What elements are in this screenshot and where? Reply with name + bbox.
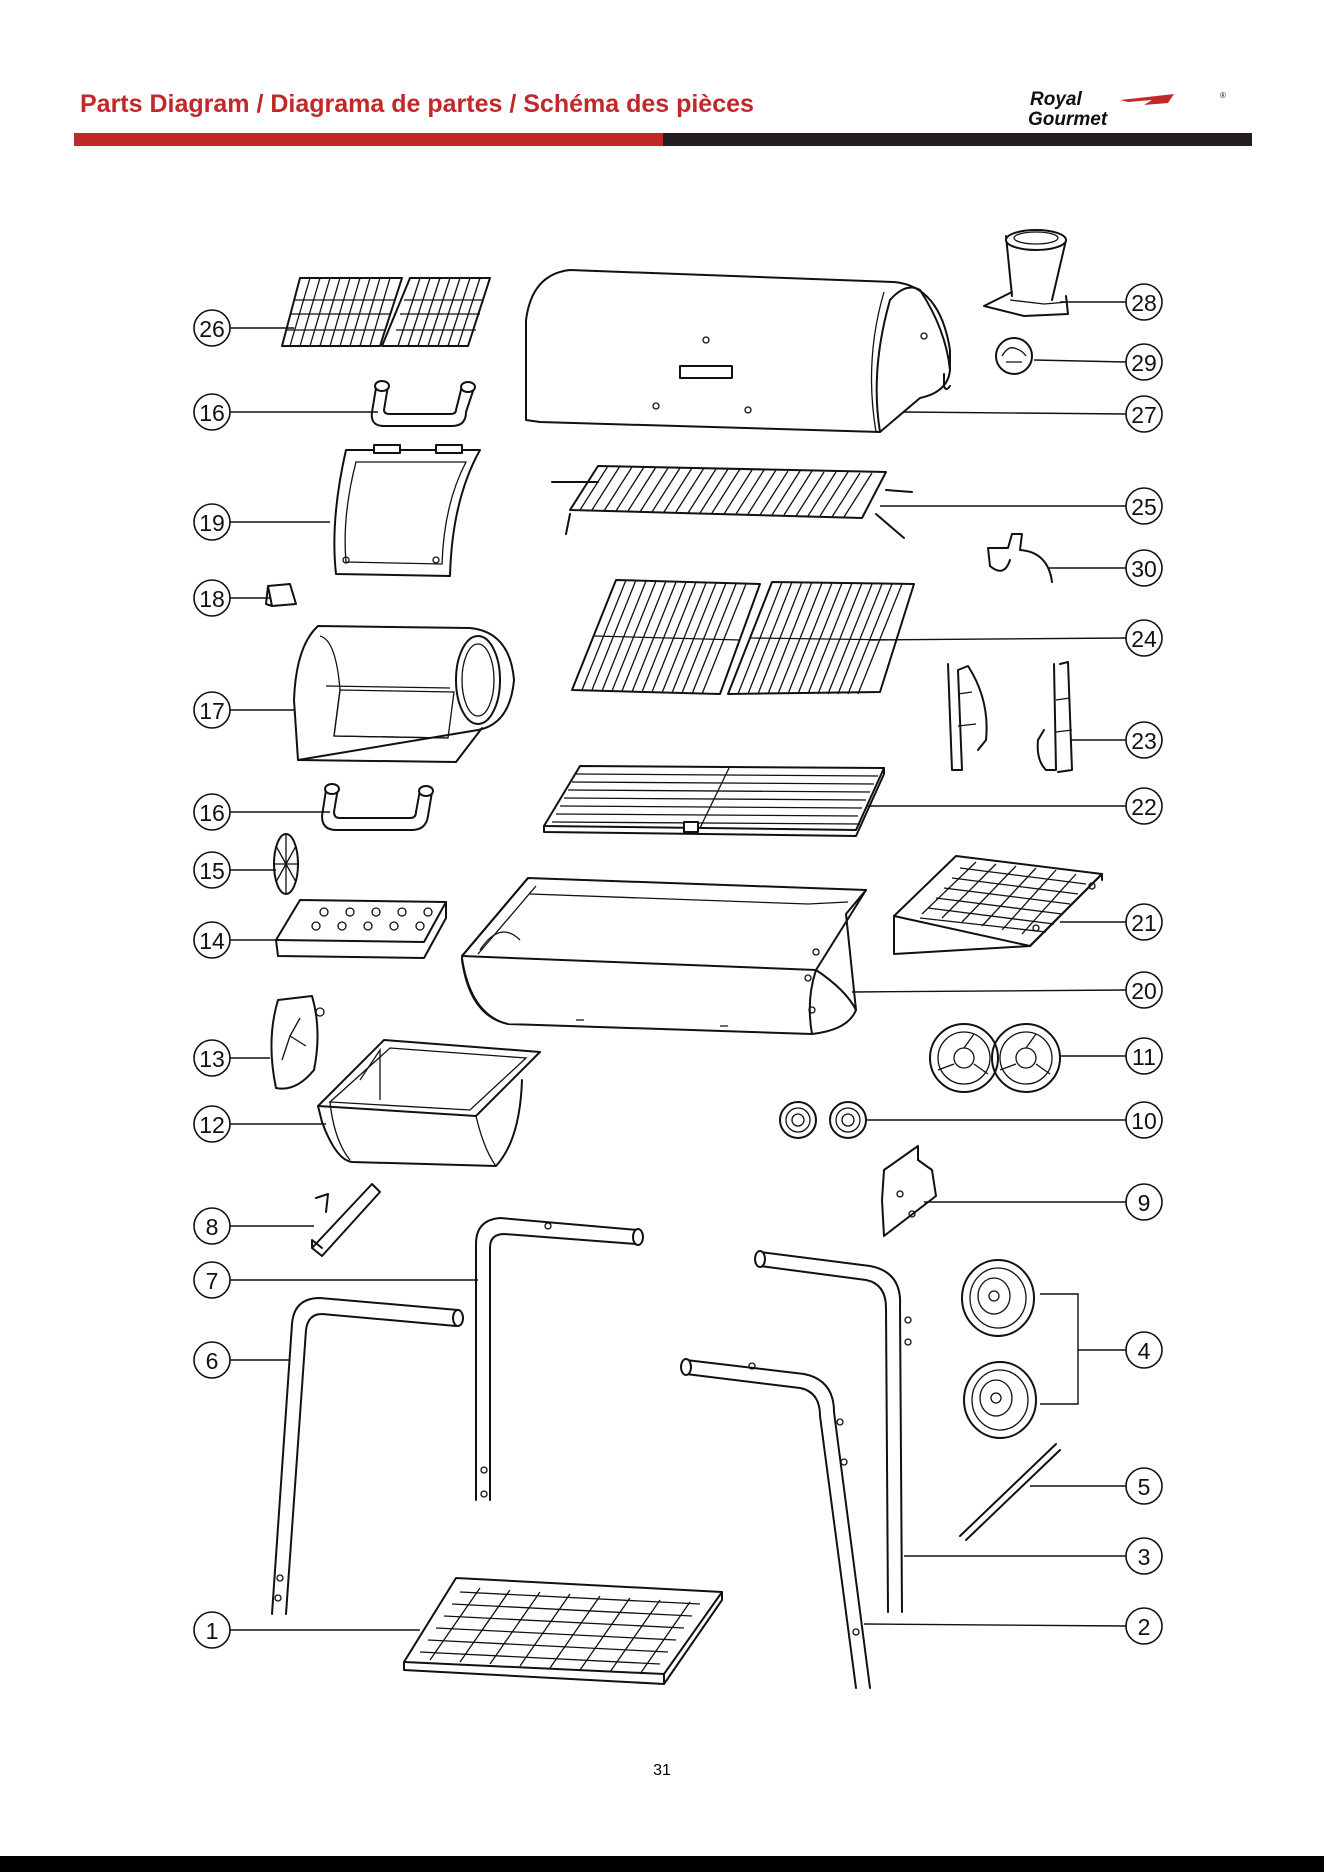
callout-number: 22 [1131, 794, 1157, 820]
part-20-cooking-chamber [462, 878, 866, 1034]
part-6-leg [272, 1298, 463, 1614]
part-30-hook [988, 534, 1052, 582]
callout-number: 19 [199, 510, 225, 536]
callout-c5: 5 [1126, 1468, 1162, 1504]
callout-number: 20 [1131, 978, 1157, 1004]
callout-number: 11 [1132, 1044, 1156, 1070]
callout-c27: 27 [1126, 396, 1162, 432]
callout-c16a: 16 [194, 394, 230, 430]
callout-number: 12 [199, 1112, 225, 1138]
part-23-wire-racks [948, 662, 1072, 772]
callout-c2: 2 [1126, 1608, 1162, 1644]
callout-c29: 29 [1126, 344, 1162, 380]
callout-number: 25 [1131, 494, 1157, 520]
part-12-firebox-bottom [318, 1040, 540, 1166]
callout-c15: 15 [194, 852, 230, 888]
callout-c25: 25 [1126, 488, 1162, 524]
part-26-small-grids [282, 278, 490, 346]
part-1-bottom-shelf [404, 1578, 722, 1684]
callout-c12: 12 [194, 1106, 230, 1142]
leader-lines [230, 302, 1126, 1630]
callout-c8: 8 [194, 1208, 230, 1244]
part-27-cooking-lid [526, 270, 950, 432]
callout-number: 13 [199, 1046, 225, 1072]
callout-c3: 3 [1126, 1538, 1162, 1574]
callout-c11: 11 [1126, 1038, 1162, 1074]
part-22-charcoal-grate [544, 766, 884, 836]
callout-number: 27 [1131, 402, 1157, 428]
callout-c22: 22 [1126, 788, 1162, 824]
callout-c20: 20 [1126, 972, 1162, 1008]
callout-number: 8 [206, 1214, 219, 1240]
callout-c30: 30 [1126, 550, 1162, 586]
callout-number: 21 [1131, 910, 1157, 936]
callout-c10: 10 [1126, 1102, 1162, 1138]
part-25-warming-rack [552, 466, 912, 538]
callout-c21: 21 [1126, 904, 1162, 940]
callout-number: 4 [1138, 1338, 1151, 1364]
callout-number: 7 [206, 1268, 219, 1294]
callout-c26: 26 [194, 310, 230, 346]
part-13-damper-plate [271, 996, 324, 1089]
bottom-rule [0, 1856, 1324, 1872]
part-19-side-door [334, 445, 480, 576]
callout-number: 29 [1131, 350, 1157, 376]
callout-c16b: 16 [194, 794, 230, 830]
part-15-damper-wheel [274, 834, 298, 894]
callout-c4: 4 [1126, 1332, 1162, 1368]
part-8-support-bracket [312, 1184, 380, 1256]
part-18-bracket [266, 584, 296, 606]
callout-c7: 7 [194, 1262, 230, 1298]
part-16-handle-lower [322, 784, 433, 830]
part-17-firebox-lid [294, 626, 514, 762]
callout-c9: 9 [1126, 1184, 1162, 1220]
callout-c18: 18 [194, 580, 230, 616]
callout-number: 23 [1131, 728, 1157, 754]
callout-c1: 1 [194, 1612, 230, 1648]
callout-number: 16 [199, 400, 225, 426]
callout-number: 10 [1131, 1108, 1157, 1134]
callout-number: 18 [199, 586, 225, 612]
callout-c17: 17 [194, 692, 230, 728]
part-4-wheels [962, 1260, 1036, 1438]
callout-c28: 28 [1126, 284, 1162, 320]
callout-number: 9 [1138, 1190, 1151, 1216]
callout-number: 17 [199, 698, 225, 724]
part-7-leg [476, 1218, 643, 1500]
part-21-side-shelf [894, 856, 1102, 954]
part-16-handle-upper [372, 381, 475, 426]
part-28-chimney [984, 230, 1068, 316]
part-5-axle-rod [960, 1444, 1060, 1540]
callout-number: 15 [199, 858, 225, 884]
callout-number: 5 [1138, 1474, 1151, 1500]
callout-c13: 13 [194, 1040, 230, 1076]
callout-number: 2 [1138, 1614, 1151, 1640]
callout-c24: 24 [1126, 620, 1162, 656]
part-10-knobs [780, 1102, 866, 1138]
part-11-air-vents [930, 1024, 1060, 1092]
callout-c19: 19 [194, 504, 230, 540]
callout-number: 3 [1138, 1544, 1151, 1570]
callout-number: 28 [1131, 290, 1157, 316]
callout-number: 16 [199, 800, 225, 826]
callout-c14: 14 [194, 922, 230, 958]
callout-number: 6 [206, 1348, 219, 1374]
callout-c23: 23 [1126, 722, 1162, 758]
part-2-leg [681, 1359, 870, 1688]
callout-number: 14 [199, 928, 225, 954]
callout-c6: 6 [194, 1342, 230, 1378]
part-14-charcoal-tray [276, 900, 446, 958]
callout-number: 1 [206, 1618, 219, 1644]
part-9-bracket-plate [882, 1146, 936, 1236]
part-24-cooking-grates [572, 580, 914, 694]
part-29-thermometer [996, 338, 1032, 374]
callout-number: 30 [1131, 556, 1157, 582]
callout-number: 24 [1131, 626, 1157, 652]
callout-number: 26 [199, 316, 225, 342]
part-3-leg [755, 1251, 911, 1612]
page-number: 31 [0, 1762, 1324, 1780]
